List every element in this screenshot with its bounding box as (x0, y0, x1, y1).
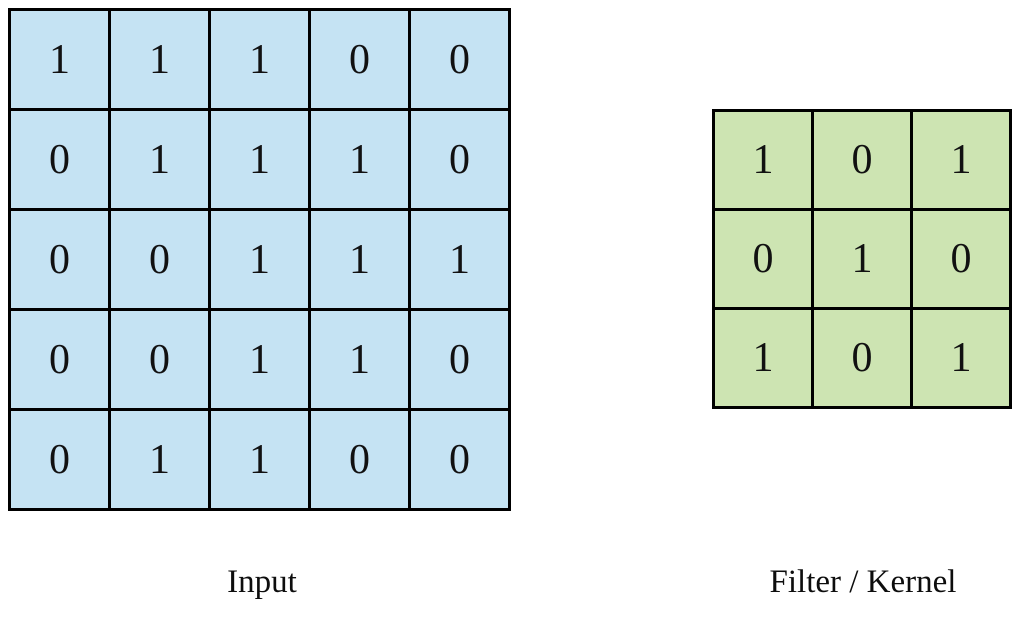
input-cell-r5c3: 1 (211, 411, 308, 508)
input-cell-r1c4: 0 (311, 11, 408, 108)
input-cell-r2c3: 1 (211, 111, 308, 208)
input-cell-r3c4: 1 (311, 211, 408, 308)
kernel-cell-r2c1: 0 (715, 211, 811, 307)
kernel-cell-r2c3: 0 (913, 211, 1009, 307)
input-cell-r4c4: 1 (311, 311, 408, 408)
input-cell-r5c1: 0 (11, 411, 108, 508)
input-cell-r5c5: 0 (411, 411, 508, 508)
input-cell-r1c3: 1 (211, 11, 308, 108)
input-cell-r1c5: 0 (411, 11, 508, 108)
input-cell-r2c1: 0 (11, 111, 108, 208)
input-cell-r4c5: 0 (411, 311, 508, 408)
input-cell-r5c4: 0 (311, 411, 408, 508)
input-cell-r2c5: 0 (411, 111, 508, 208)
input-cell-r4c2: 0 (111, 311, 208, 408)
input-cell-r2c2: 1 (111, 111, 208, 208)
kernel-matrix-caption: Filter / Kernel (769, 564, 957, 600)
input-cell-r3c1: 0 (11, 211, 108, 308)
input-matrix-caption: Input (227, 564, 297, 600)
kernel-cell-r3c3: 1 (913, 310, 1009, 406)
input-cell-r2c4: 1 (311, 111, 408, 208)
input-cell-r4c1: 0 (11, 311, 108, 408)
kernel-cell-r2c2: 1 (814, 211, 910, 307)
input-cell-r1c1: 1 (11, 11, 108, 108)
input-cell-r4c3: 1 (211, 311, 308, 408)
kernel-cell-r1c2: 0 (814, 112, 910, 208)
kernel-cell-r3c1: 1 (715, 310, 811, 406)
input-cell-r3c3: 1 (211, 211, 308, 308)
input-cell-r3c2: 0 (111, 211, 208, 308)
input-cell-r5c2: 1 (111, 411, 208, 508)
kernel-cell-r1c3: 1 (913, 112, 1009, 208)
input-cell-r3c5: 1 (411, 211, 508, 308)
input-matrix-grid: 1 1 1 0 0 0 1 1 1 0 0 0 1 1 1 0 0 1 1 0 … (8, 8, 511, 511)
kernel-matrix-grid: 1 0 1 0 1 0 1 0 1 (712, 109, 1012, 409)
kernel-cell-r1c1: 1 (715, 112, 811, 208)
input-cell-r1c2: 1 (111, 11, 208, 108)
kernel-cell-r3c2: 0 (814, 310, 910, 406)
